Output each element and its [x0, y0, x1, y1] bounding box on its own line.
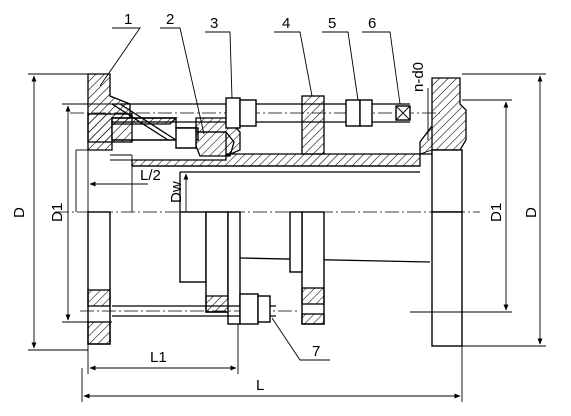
telescopic-pipe	[131, 153, 431, 281]
callout-5: 5	[328, 15, 336, 32]
dim-L1	[87, 324, 239, 374]
dim-D-left	[28, 73, 88, 351]
callout-2: 2	[166, 11, 174, 28]
callout-1: 1	[124, 11, 132, 28]
dim-D-right	[462, 73, 546, 347]
middle-ring	[289, 95, 325, 325]
callout-leaders	[99, 27, 401, 361]
callout-3: 3	[210, 15, 218, 32]
hole-label: n-d0	[410, 62, 427, 92]
dim-half-length-label: L/2	[140, 167, 161, 184]
tie-rod-upper	[70, 97, 440, 129]
dim-D1-right-label: D1	[488, 203, 505, 222]
short-bolt-lower	[80, 293, 300, 325]
dim-D1-left-label: D1	[49, 203, 66, 222]
dim-Dw-label: Dw	[168, 181, 185, 203]
dim-D1-right	[462, 99, 512, 313]
dim-D-right-label: D	[523, 207, 540, 218]
dim-L1-label: L1	[150, 349, 167, 366]
dim-D1-left	[62, 103, 112, 323]
dim-L-label: L	[256, 377, 264, 394]
dim-D-left-label: D	[11, 207, 28, 218]
callout-6: 6	[368, 15, 376, 32]
gland-lower-view	[179, 211, 242, 325]
callout-7: 7	[312, 343, 320, 360]
right-flange	[410, 77, 467, 347]
dim-L	[81, 346, 463, 402]
callout-4: 4	[282, 15, 290, 32]
